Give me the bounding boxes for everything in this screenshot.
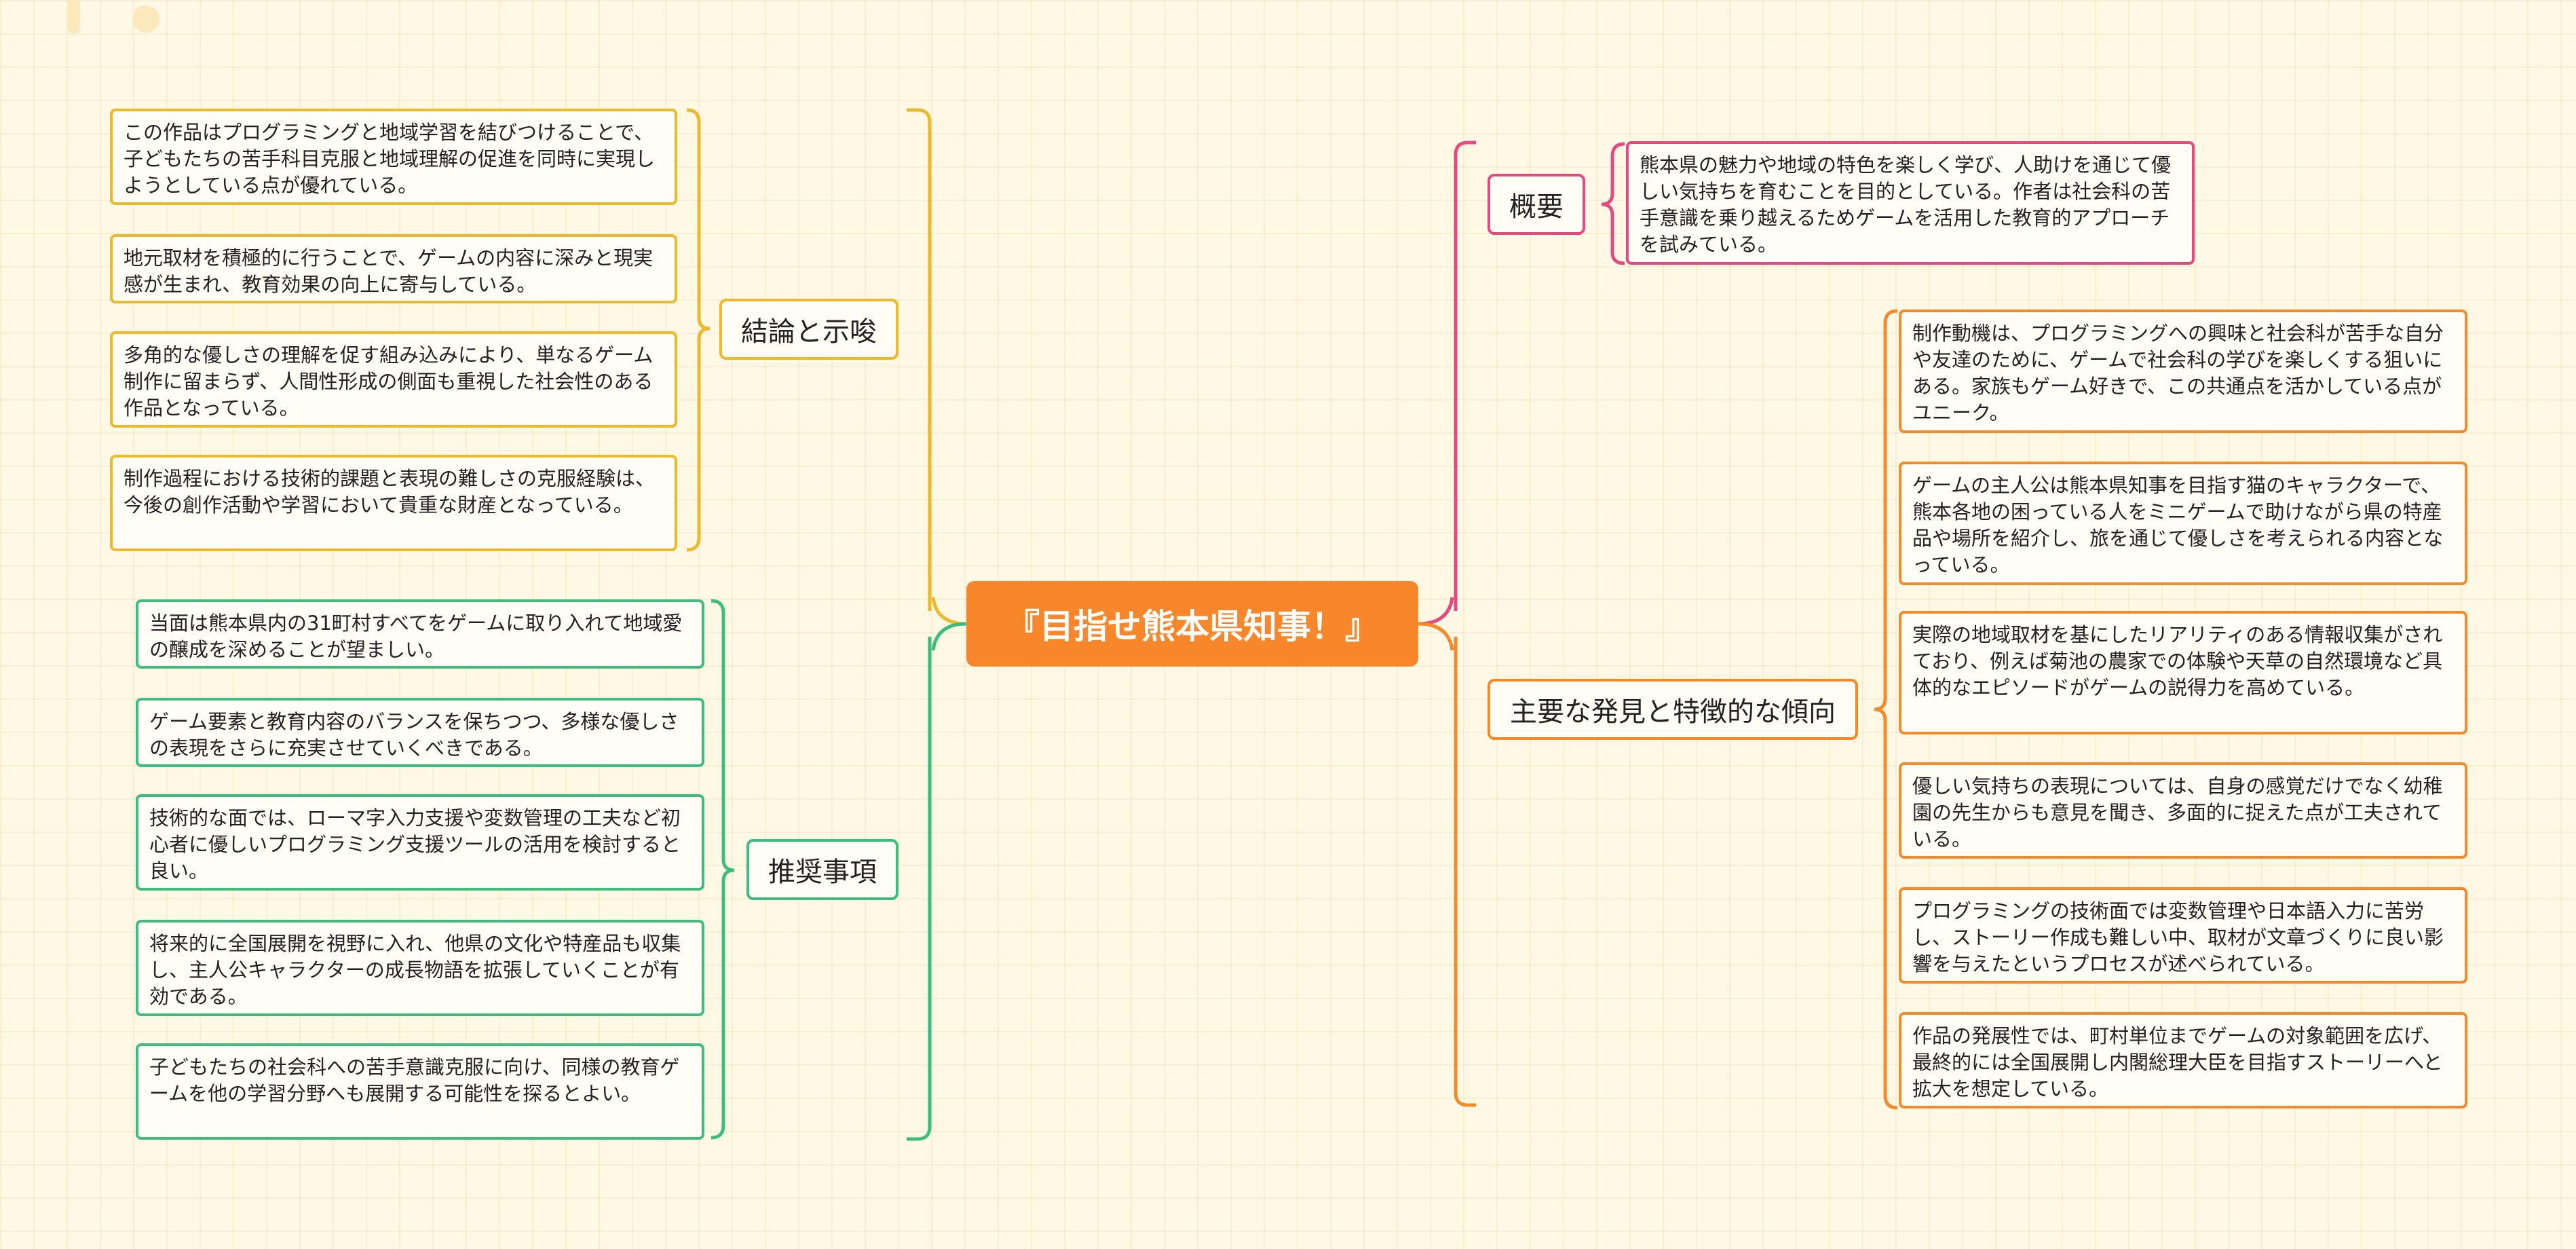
recommend-item: 技術的な面では、ローマ字入力支援や変数管理の工夫など初心者に優しいプログラミング… bbox=[136, 794, 704, 891]
branch-overview[interactable]: 概要 bbox=[1488, 174, 1585, 235]
decor-drop bbox=[68, 0, 80, 34]
root-topic[interactable]: 『目指せ熊本県知事！』 bbox=[966, 581, 1418, 667]
branch-conclusion[interactable]: 結論と示唆 bbox=[719, 299, 898, 360]
conclusion-item: 制作過程における技術的課題と表現の難しさの克服経験は、今後の創作活動や学習におい… bbox=[110, 455, 677, 551]
findings-item: ゲームの主人公は熊本県知事を目指す猫のキャラクターで、熊本各地の困っている人をミ… bbox=[1899, 462, 2467, 585]
findings-item: 実際の地域取材を基にしたリアリティのある情報収集がされており、例えば菊池の農家で… bbox=[1899, 611, 2467, 734]
conclusion-item: 地元取材を積極的に行うことで、ゲームの内容に深みと現実感が生まれ、教育効果の向上… bbox=[110, 234, 677, 303]
conclusion-item: この作品はプログラミングと地域学習を結びつけることで、子どもたちの苦手科目克服と… bbox=[110, 109, 677, 205]
findings-item: プログラミングの技術面では変数管理や日本語入力に苦労し、ストーリー作成も難しい中… bbox=[1899, 887, 2467, 984]
recommend-item: 子どもたちの社会科への苦手意識克服に向け、同様の教育ゲームを他の学習分野へも展開… bbox=[136, 1043, 704, 1140]
branch-recommend[interactable]: 推奨事項 bbox=[746, 839, 898, 900]
findings-item: 優しい気持ちの表現については、自身の感覚だけでなく幼稚園の先生からも意見を聞き、… bbox=[1899, 762, 2467, 859]
findings-item: 作品の発展性では、町村単位までゲームの対象範囲を広げ、最終的には全国展開し内閣総… bbox=[1899, 1012, 2467, 1108]
recommend-item: 当面は熊本県内の31町村すべてをゲームに取り入れて地域愛の醸成を深めることが望ま… bbox=[136, 599, 704, 669]
branch-findings[interactable]: 主要な発見と特徴的な傾向 bbox=[1488, 679, 1858, 740]
conclusion-item: 多角的な優しさの理解を促す組み込みにより、単なるゲーム制作に留まらず、人間性形成… bbox=[110, 331, 677, 428]
recommend-item: 将来的に全国展開を視野に入れ、他県の文化や特産品も収集し、主人公キャラクターの成… bbox=[136, 920, 704, 1016]
recommend-item: ゲーム要素と教育内容のバランスを保ちつつ、多様な優しさの表現をさらに充実させてい… bbox=[136, 698, 704, 767]
findings-item: 制作動機は、プログラミングへの興味と社会科が苦手な自分や友達のために、ゲームで社… bbox=[1899, 310, 2467, 433]
overview-item: 熊本県の魅力や地域の特色を楽しく学び、人助けを通じて優しい気持ちを育むことを目的… bbox=[1626, 141, 2195, 265]
decor-dot bbox=[132, 5, 159, 33]
